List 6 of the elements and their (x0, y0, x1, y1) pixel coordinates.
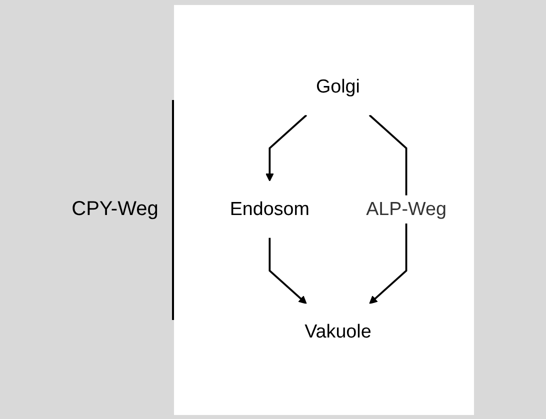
arrow (269, 238, 308, 304)
node-text: Endosom (230, 199, 310, 220)
arrow (266, 114, 308, 182)
node-text: Golgi (316, 76, 360, 98)
edge-label: ALP-Weg (366, 199, 447, 220)
node-text: Vakuole (304, 322, 372, 342)
